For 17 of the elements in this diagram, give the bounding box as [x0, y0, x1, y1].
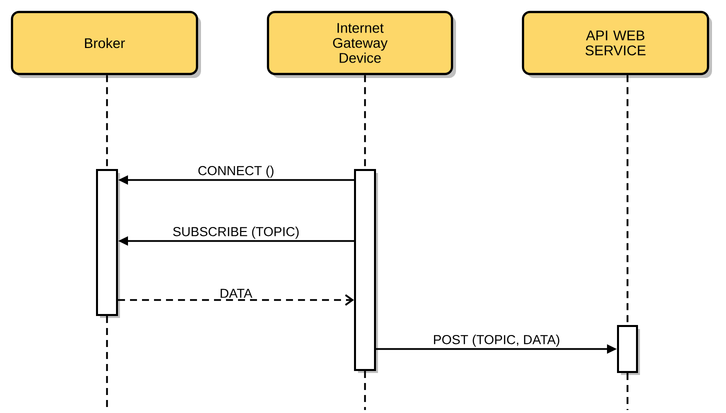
activation-bar — [96, 169, 118, 316]
edge-label: POST (TOPIC, DATA) — [432, 334, 562, 348]
message-arrow — [118, 294, 354, 306]
lifeline — [106, 316, 108, 410]
activation-bar — [617, 325, 638, 373]
lifeline — [106, 75, 108, 169]
participant-box: API WEB SERVICE — [522, 10, 710, 76]
edge-label: DATA — [218, 288, 254, 299]
participant-box: Internet Gateway Device — [266, 10, 454, 76]
lifeline — [626, 75, 628, 325]
activation-bar — [354, 169, 376, 371]
edge-label: SUBSCRIBE (TOPIC) — [172, 226, 300, 240]
lifeline — [364, 371, 366, 410]
lifeline — [626, 373, 628, 410]
participant-box: Broker — [10, 10, 198, 76]
edge-label: CONNECT () — [196, 164, 276, 179]
lifeline — [364, 75, 366, 169]
